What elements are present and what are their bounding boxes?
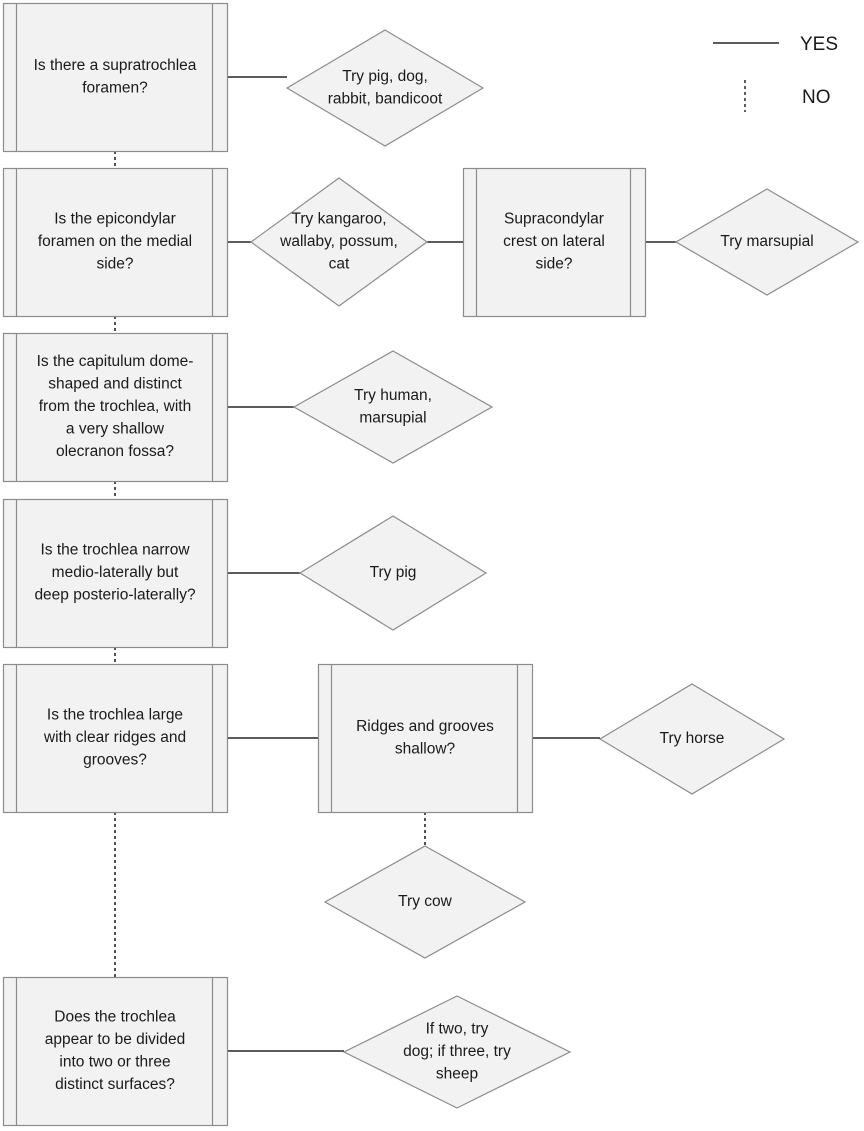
node-text-q2b-2: side? [535, 256, 572, 273]
decision-diamond-a4: Try pig [298, 515, 488, 631]
node-text-q1-0: Is there a supratrochlea [34, 57, 197, 74]
process-box-q3: Is the capitulum dome-shaped and distinc… [2, 332, 229, 483]
node-text-q2b-0: Supracondylar [504, 211, 604, 228]
process-box-q2: Is the epicondylar foramen on the medial s… [2, 167, 229, 318]
connector-layer [114, 76, 676, 1052]
process-box-q1: Is there a supratrochlea foramen? [2, 2, 229, 153]
node-text-a4-0: Try pig [370, 564, 417, 581]
node-text-a2-0: Try kangaroo, [291, 211, 386, 228]
node-text-q4-2: deep posterio-laterally? [34, 587, 196, 604]
process-box-q5: Is the trochlea large with clear ridges a… [2, 663, 229, 814]
node-text-q6-1: appear to be divided [45, 1031, 185, 1048]
node-text-q3-2: from the trochlea, with [39, 398, 191, 415]
legend-no-label: NO [802, 87, 831, 108]
legend: YES NO [713, 34, 838, 112]
node-text-q6-2: into two or three [59, 1053, 170, 1070]
node-text-q3-3: a very shallow [66, 421, 165, 438]
node-text-q6-3: distinct surfaces? [55, 1076, 175, 1093]
node-text-a1-1: rabbit, bandicoot [328, 90, 443, 107]
decision-diamond-a2b: Try marsupial [674, 188, 860, 296]
decision-diamond-a3: Try human, marsupial [292, 350, 494, 464]
node-text-q3-4: olecranon fossa? [56, 443, 174, 460]
decision-diamond-a2: Try kangaroo, wallaby, possum, cat [249, 177, 429, 307]
decision-diamond-a5b: Try cow [323, 845, 527, 959]
node-text-q4-0: Is the trochlea narrow [40, 542, 190, 559]
process-box-q2b: Supracondylar crest on lateral side? [462, 167, 647, 318]
node-text-q3-0: Is the capitulum dome- [37, 353, 194, 370]
node-text-q2-2: side? [96, 256, 133, 273]
node-text-a2-1: wallaby, possum, [279, 233, 398, 250]
node-text-q5b-1: shallow? [395, 740, 456, 757]
node-text-q3-1: shaped and distinct [48, 376, 182, 393]
decision-diamond-a6: If two, try dog; if three, try sheep [342, 995, 572, 1109]
process-box-q5b: Ridges and grooves shallow? [317, 663, 534, 814]
node-text-a5b-0: Try cow [398, 893, 452, 910]
node-text-q2b-1: crest on lateral [503, 233, 605, 250]
node-text-q4-1: medio-laterally but [52, 564, 179, 581]
node-text-q2-1: foramen on the medial [38, 233, 192, 250]
process-box-q4: Is the trochlea narrow medio-laterally bu… [2, 498, 229, 649]
node-text-q1-1: foramen? [82, 79, 148, 96]
node-text-q5b-0: Ridges and grooves [356, 718, 494, 735]
process-box-q6: Does the trochlea appear to be divided int… [2, 976, 229, 1127]
decision-diamond-a1: Try pig, dog, rabbit, bandicoot [285, 29, 485, 147]
node-text-a3-1: marsupial [359, 409, 426, 426]
node-text-a3-0: Try human, [354, 387, 432, 404]
decision-diamond-a5: Try horse [598, 683, 786, 795]
node-text-a6-1: dog; if three, try [403, 1043, 511, 1060]
node-text-q6-0: Does the trochlea [54, 1008, 176, 1025]
node-text-a5-0: Try horse [660, 730, 725, 747]
node-text-a1-0: Try pig, dog, [342, 68, 428, 85]
node-text-a6-2: sheep [436, 1066, 478, 1083]
node-text-a2b-0: Try marsupial [720, 233, 813, 250]
node-text-q5-2: grooves? [83, 752, 147, 769]
node-text-a6-0: If two, try [426, 1021, 489, 1038]
node-text-q2-0: Is the epicondylar [54, 211, 176, 228]
node-text-q5-1: with clear ridges and [43, 729, 186, 746]
node-text-q5-0: Is the trochlea large [47, 707, 183, 724]
node-text-a2-2: cat [329, 256, 350, 273]
legend-yes-label: YES [800, 34, 838, 55]
